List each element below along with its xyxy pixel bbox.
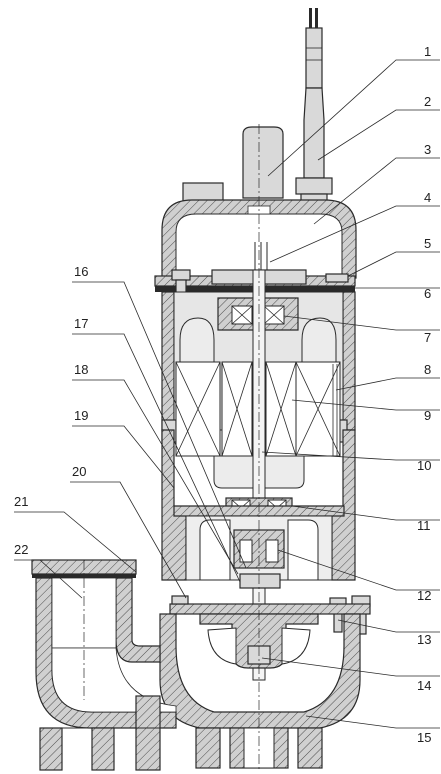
label-6: 6 (424, 286, 431, 301)
label-2: 2 (424, 94, 431, 109)
label-20: 20 (72, 464, 86, 479)
label-19: 19 (74, 408, 88, 423)
label-10: 10 (417, 458, 431, 473)
label-13: 13 (417, 632, 431, 647)
lifting-handle (242, 126, 284, 199)
label-4: 4 (424, 190, 431, 205)
label-11: 11 (417, 518, 431, 533)
label-8: 8 (424, 362, 431, 377)
label-1: 1 (424, 44, 431, 59)
part-labels: 1 2 3 4 5 6 7 8 9 10 11 12 13 14 15 16 1… (14, 44, 431, 745)
label-14: 14 (417, 678, 431, 693)
label-5: 5 (424, 236, 431, 251)
discharge-elbow (31, 559, 177, 771)
leader-lines (14, 59, 440, 729)
label-12: 12 (417, 588, 431, 603)
label-17: 17 (74, 316, 88, 331)
label-9: 9 (424, 408, 431, 423)
label-16: 16 (74, 264, 88, 279)
label-18: 18 (74, 362, 88, 377)
label-3: 3 (424, 142, 431, 157)
label-22: 22 (14, 542, 28, 557)
label-7: 7 (424, 330, 431, 345)
stator (175, 361, 341, 457)
junction-box (182, 182, 224, 202)
label-21: 21 (14, 494, 28, 509)
label-15: 15 (417, 730, 431, 745)
